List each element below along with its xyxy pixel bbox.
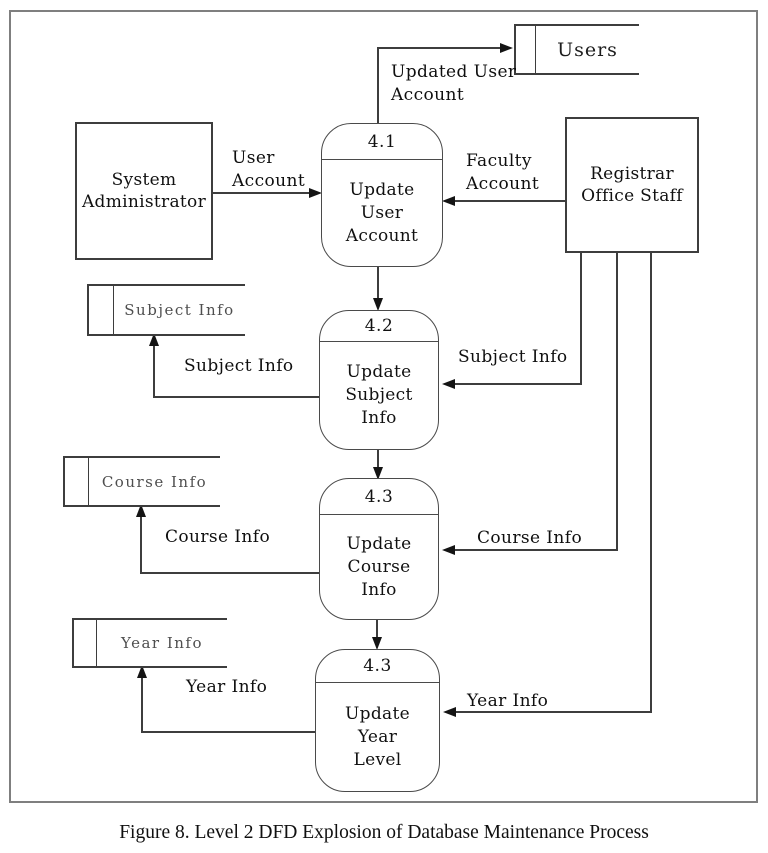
- flow-label-year-info-to-store: Year Info: [186, 677, 268, 697]
- flow-user-account-line: [209, 188, 322, 198]
- datastore-label: Subject Info: [124, 301, 235, 319]
- process-update-course-info: 4.3 Update Course Info: [319, 478, 439, 620]
- entity-system-administrator: System Administrator: [75, 122, 213, 260]
- flow-year-info-from-registrar-line: [443, 249, 652, 717]
- flow-year-info-to-store-line: [137, 665, 315, 733]
- process-id: 4.2: [320, 311, 438, 342]
- figure-caption: Figure 8. Level 2 DFD Explosion of Datab…: [119, 822, 649, 843]
- datastore-subject-info: Subject Info: [87, 284, 245, 336]
- flow-course-info-from-registrar-line: [442, 249, 618, 555]
- flow-label-updated-user-account: Updated User Account: [391, 62, 517, 105]
- process-title: Update Course Info: [346, 533, 412, 600]
- datastore-course-info: Course Info: [63, 456, 220, 507]
- flow-course-info-to-store-line: [136, 504, 319, 574]
- process-update-year-level: 4.3 Update Year Level: [315, 649, 440, 792]
- process-title: Update User Account: [345, 179, 419, 246]
- flow-label-faculty-account: Faculty Account: [466, 151, 540, 194]
- datastore-users: Users: [514, 24, 639, 75]
- process-title: Update Subject Info: [345, 362, 413, 428]
- flow-p43-to-p44-line: [372, 618, 382, 650]
- flow-label-course-info-from-registrar: Course Info: [477, 528, 583, 548]
- flow-p42-to-p43-line: [373, 448, 383, 480]
- diagram-border: [9, 10, 758, 803]
- process-id: 4.1: [322, 124, 442, 160]
- entity-label: Administrator: [81, 192, 206, 212]
- datastore-key-cell: [516, 26, 536, 73]
- datastore-label: Year Info: [120, 634, 204, 652]
- flow-p41-to-p42-line: [373, 265, 383, 311]
- flow-label-course-info-to-store: Course Info: [165, 527, 271, 547]
- flow-faculty-account-line: [442, 196, 565, 206]
- flow-subject-info-to-store-line: [149, 333, 319, 398]
- process-title: Update Year Level: [345, 703, 410, 770]
- flow-label-user-account: User Account: [232, 148, 306, 191]
- entity-registrar-office-staff: Registrar Office Staff: [565, 117, 699, 253]
- process-id: 4.3: [316, 650, 439, 683]
- datastore-key-cell: [74, 620, 97, 666]
- entity-label: Office Staff: [581, 186, 683, 206]
- datastore-key-cell: [65, 458, 89, 505]
- entity-label: Registrar: [590, 164, 674, 184]
- datastore-year-info: Year Info: [72, 618, 227, 668]
- datastore-label: Users: [557, 38, 618, 61]
- process-update-subject-info: 4.2 Update Subject Info: [319, 310, 439, 450]
- flow-label-subject-info-from-registrar: Subject Info: [458, 347, 568, 367]
- flow-subject-info-from-registrar-line: [442, 249, 582, 389]
- flow-label-subject-info-to-store: Subject Info: [184, 356, 294, 376]
- datastore-key-cell: [89, 286, 114, 334]
- flow-updated-user-account-line: [377, 43, 513, 123]
- datastore-label: Course Info: [101, 472, 208, 491]
- process-id: 4.3: [320, 479, 438, 515]
- flow-label-year-info-from-registrar: Year Info: [467, 691, 549, 711]
- process-update-user-account: 4.1 Update User Account: [321, 123, 443, 267]
- entity-label: System: [111, 170, 177, 190]
